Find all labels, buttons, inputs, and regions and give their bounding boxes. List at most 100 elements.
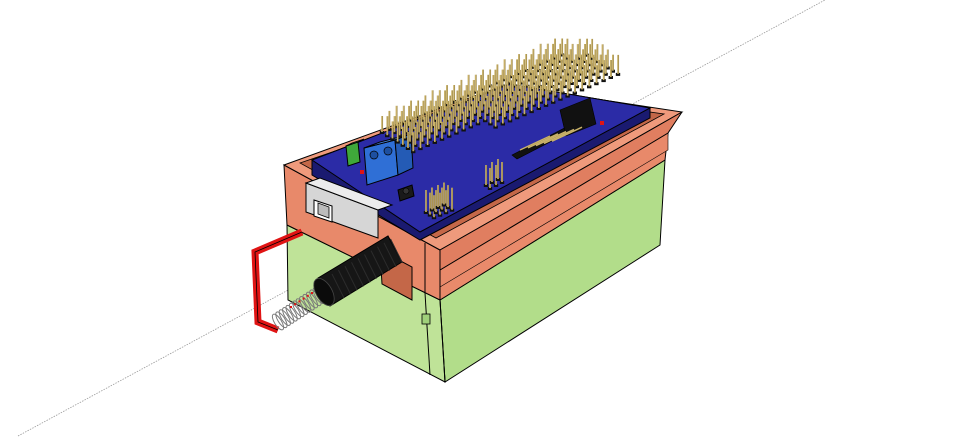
pin-base: [558, 97, 563, 101]
cable-texture-line: [344, 265, 358, 291]
pin-base: [515, 116, 520, 120]
pin-base: [529, 72, 534, 76]
pin-base: [548, 69, 553, 73]
pin-base: [424, 128, 429, 132]
spring-coil: [278, 309, 291, 326]
pin-base: [438, 122, 443, 125]
cable-texture-line: [331, 273, 345, 299]
pin-base: [522, 113, 527, 117]
pin-base: [437, 106, 442, 110]
pin-base: [427, 137, 432, 141]
pin-base: [584, 53, 589, 57]
pin-base: [415, 137, 420, 141]
pin-base: [449, 208, 455, 212]
spring-coil: [271, 313, 285, 331]
pin-base: [563, 63, 568, 66]
pcb-board: [310, 83, 652, 241]
pin-base: [566, 72, 571, 76]
pin-base: [585, 69, 591, 73]
pin-base: [538, 100, 543, 104]
spring-coil: [288, 302, 302, 320]
pin-base: [583, 75, 589, 79]
pin-base: [466, 93, 471, 97]
pin-base: [494, 103, 499, 107]
pin-base: [485, 112, 490, 116]
usb-port: [304, 177, 394, 239]
pin-base: [395, 140, 400, 144]
pin-base: [530, 88, 535, 91]
pin-base: [492, 109, 497, 113]
spring-coil: [292, 300, 305, 318]
pcb-header-strip-2: [559, 97, 597, 137]
spring-accent: [302, 297, 305, 300]
spring-coil: [285, 304, 298, 322]
led-red-1: [600, 121, 604, 125]
pin-base: [572, 91, 577, 95]
pin-base: [601, 79, 606, 83]
pin-base: [528, 94, 533, 98]
pin-base: [495, 178, 501, 181]
pin-base: [539, 78, 544, 82]
pin-base: [483, 184, 489, 187]
cable-texture-line: [383, 242, 397, 268]
pin-base: [379, 131, 385, 134]
pin-base: [463, 122, 468, 126]
pin-base: [433, 118, 438, 122]
pin-base: [457, 103, 462, 107]
pin-base: [564, 78, 569, 82]
pin-base: [578, 72, 583, 76]
pin-base: [498, 90, 503, 94]
pin-base: [555, 88, 560, 92]
pin-base: [523, 69, 529, 72]
pin-base: [469, 103, 474, 107]
pin-base: [454, 131, 459, 135]
pin-base: [582, 60, 587, 63]
pin-header-array: [379, 38, 621, 220]
pin-base: [409, 134, 415, 138]
pin-base: [551, 78, 557, 82]
pin-base: [442, 109, 447, 113]
pin-base: [429, 131, 434, 135]
pin-base: [400, 143, 405, 147]
terminal-block: [363, 133, 414, 186]
pin-base: [495, 119, 500, 123]
pin-base: [565, 94, 570, 98]
pin-base: [519, 103, 524, 107]
pin-base: [472, 112, 477, 116]
pin-base: [521, 97, 526, 101]
reset-button: [397, 184, 415, 202]
pin-base: [561, 69, 566, 73]
pin-base: [479, 109, 485, 113]
pin-base: [471, 97, 476, 100]
pin-base: [487, 84, 493, 88]
pin-base: [433, 211, 439, 215]
pin-base: [415, 115, 421, 119]
pin-base: [523, 91, 528, 95]
pin-base: [451, 122, 456, 126]
pin-base: [408, 118, 413, 122]
pin-base: [478, 93, 483, 97]
pin-base: [435, 112, 440, 116]
pin-base: [427, 213, 433, 217]
spring-coil: [295, 298, 308, 315]
pin-base: [550, 62, 555, 66]
pin-base: [603, 72, 608, 76]
pin-base: [536, 69, 541, 73]
pin-base: [536, 107, 541, 110]
pin-base: [483, 97, 489, 101]
pin-base: [600, 63, 605, 67]
cable-assembly: [251, 228, 403, 334]
pin-base: [501, 100, 506, 104]
pin-base: [487, 106, 492, 110]
spring-accent: [298, 300, 301, 303]
pin-base: [569, 82, 574, 85]
pin-base: [449, 106, 455, 110]
pin-base: [575, 63, 580, 67]
pin-base: [455, 109, 460, 113]
spring-accent: [294, 303, 297, 306]
pin-base: [507, 81, 512, 85]
pin-base: [535, 91, 540, 95]
pin-base: [553, 94, 558, 98]
pin-base: [503, 94, 508, 98]
pin-base: [587, 85, 592, 89]
